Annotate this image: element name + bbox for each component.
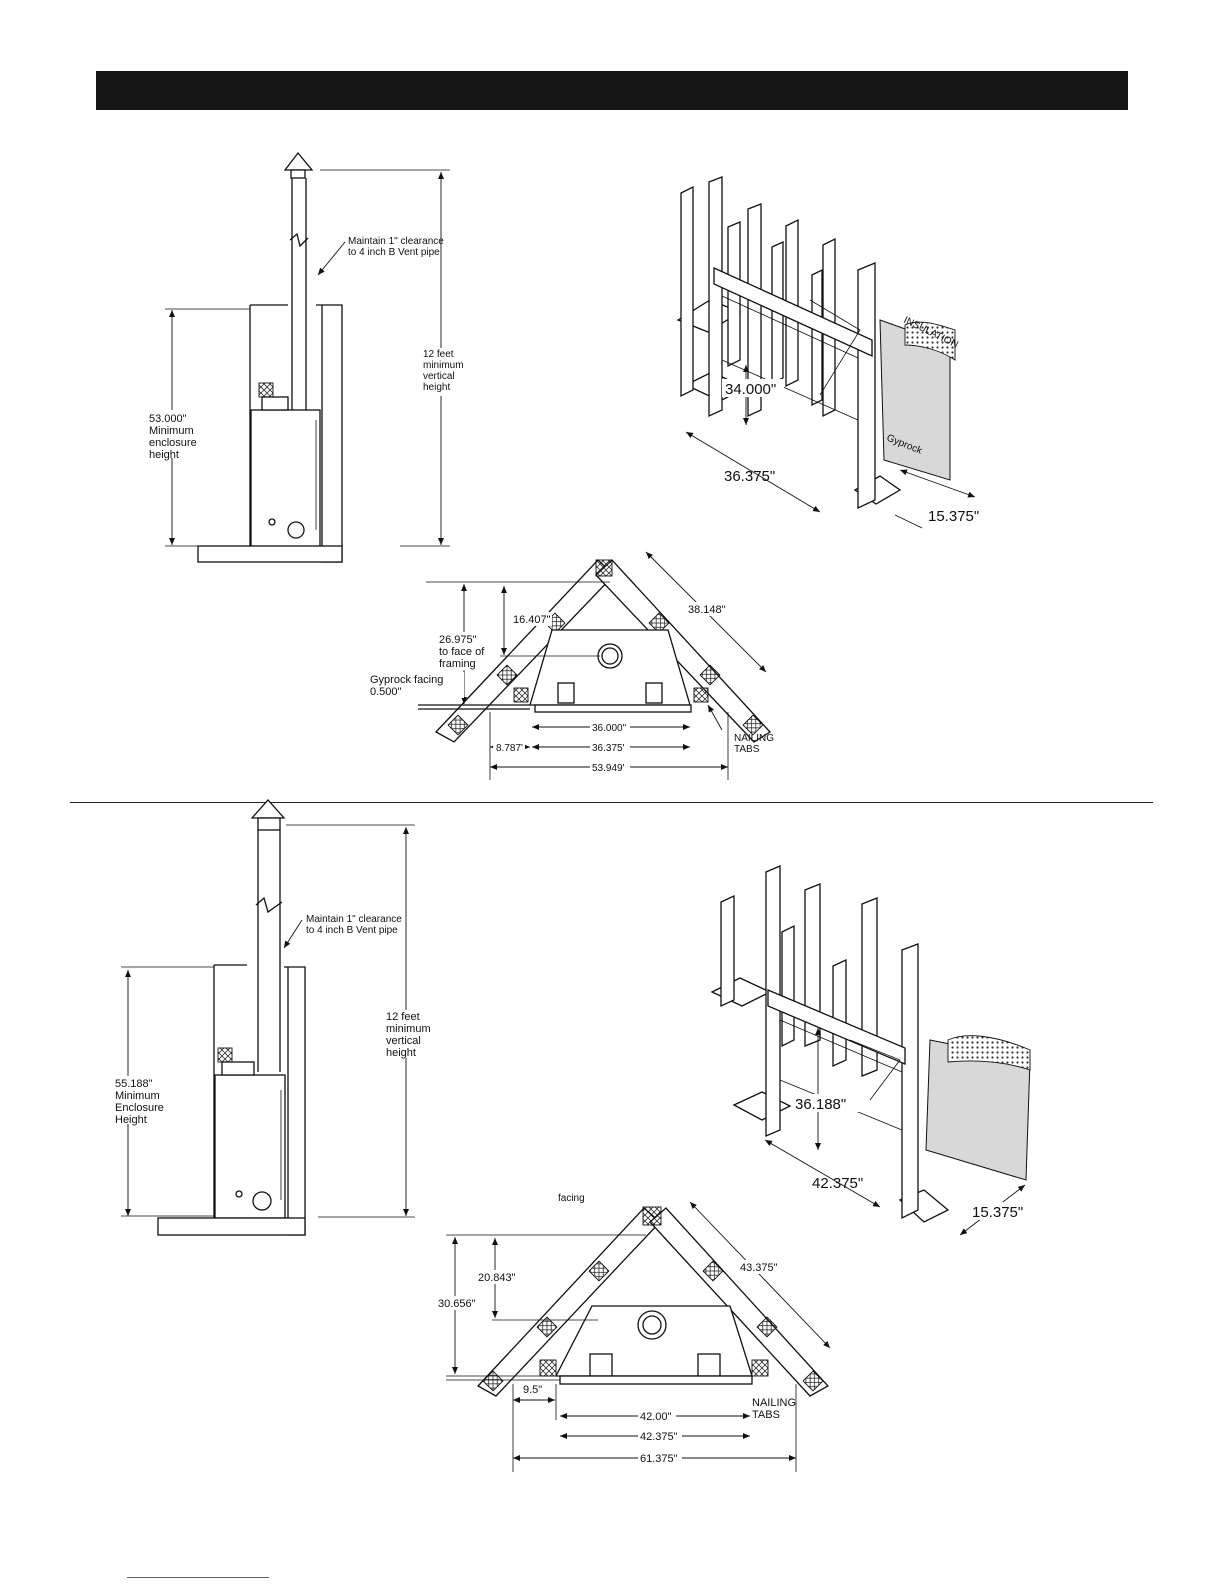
upper-clearance-line-1: Maintain 1" clearance: [348, 236, 444, 247]
lower-height-line-2: minimum: [386, 1023, 431, 1035]
upper-plan-depth-dim: 16.407": [513, 614, 551, 626]
upper-plan-diag-dim: 38.148": [688, 604, 726, 616]
lower-height-dim: 36.188": [795, 1096, 846, 1113]
upper-enclosure-line-3: enclosure: [149, 437, 197, 449]
upper-height-line-2: minimum: [423, 360, 464, 371]
upper-side-view: Maintain 1" clearance to 4 inch B Vent p…: [146, 151, 466, 563]
vent-pipe: [291, 178, 307, 410]
section-header-bar: [96, 71, 1128, 110]
lower-tabs-line-1: NAILING: [752, 1397, 796, 1409]
lower-enclosure-line-4: Height: [115, 1114, 147, 1126]
lower-height-line-4: height: [386, 1047, 416, 1059]
upper-plan-side-offset: 8.787': [496, 743, 523, 754]
upper-height-line-1: 12 feet: [423, 349, 454, 360]
lower-plan-outer-width: 42.375": [640, 1431, 678, 1443]
lower-clearance-note: Maintain 1" clearance to 4 inch B Vent p…: [306, 914, 405, 936]
lower-enclosure-line-2: Minimum: [115, 1090, 160, 1102]
upper-plan-outer-width: 36.375': [592, 743, 625, 754]
upper-tabs-line-1: NAILING: [734, 733, 774, 744]
upper-width-dim: 36.375": [724, 468, 775, 485]
upper-depth-dim: 15.375": [928, 508, 979, 525]
upper-gyprock-line-2: 0.500": [370, 686, 402, 698]
lower-height-line-3: vertical: [386, 1035, 421, 1047]
hearth: [197, 545, 343, 563]
lower-fireplace-unit: [214, 1074, 286, 1219]
lower-plan-inner-width: 42.00": [640, 1411, 672, 1423]
lower-enclosure-line-3: Enclosure: [115, 1102, 164, 1114]
lower-vent-cap-icon: [250, 799, 286, 819]
upper-height-line-3: vertical: [423, 371, 455, 382]
lower-plan-side-offset: 9.5": [523, 1384, 542, 1396]
upper-plan-gyprock-facing: Gyprock facing 0.500": [370, 674, 446, 698]
upper-clearance-note: Maintain 1" clearance to 4 inch B Vent p…: [348, 236, 447, 258]
section-divider: [70, 802, 1153, 803]
upper-height-line-4: height: [423, 382, 450, 393]
lower-clearance-line-2: to 4 inch B Vent pipe: [306, 925, 398, 936]
lower-hearth: [157, 1217, 306, 1236]
lower-height-line-1: 12 feet: [386, 1011, 420, 1023]
upper-gyprock-line-1: Gyprock facing: [370, 674, 443, 686]
lower-depth-dim: 15.375": [972, 1204, 1023, 1221]
upper-plan-inner-width: 36.000": [592, 723, 627, 734]
upper-plan-nailing-tabs: NAILING TABS: [734, 733, 777, 755]
lower-enclosure-line-1: 55.188": [115, 1078, 153, 1090]
vent-cap-icon: [283, 151, 314, 171]
lower-plan-diag-dim: 43.375": [740, 1262, 778, 1274]
upper-face-line-1: 26.975": [439, 634, 477, 646]
upper-face-line-2: to face of: [439, 646, 485, 658]
upper-face-line-3: framing: [439, 658, 476, 670]
lower-width-dim: 42.375": [812, 1175, 863, 1192]
upper-min-vertical-height: 12 feet minimum vertical height: [423, 349, 466, 393]
upper-clearance-line-2: to 4 inch B Vent pipe: [348, 247, 440, 258]
upper-height-dim: 34.000": [725, 381, 776, 398]
lower-plan-nailing-tabs: NAILING TABS: [752, 1397, 799, 1421]
upper-plan-total-width: 53.949': [592, 763, 625, 774]
lower-plan-total-width: 61.375": [640, 1453, 678, 1465]
lower-min-vertical-height: 12 feet minimum vertical height: [386, 1011, 434, 1059]
lower-facing-label: facing: [558, 1193, 585, 1204]
lower-enclosure-height: 55.188" Minimum Enclosure Height: [115, 1078, 167, 1126]
lower-clearance-line-1: Maintain 1" clearance: [306, 914, 402, 925]
upper-corner-plan: 16.407" 38.148" 26.975" to face of frami…: [368, 551, 777, 780]
lower-plan-face-dim: 30.656": [438, 1298, 476, 1310]
lower-plan-depth-dim: 20.843": [478, 1272, 516, 1284]
upper-enclosure-line-1: 53.000": [149, 413, 187, 425]
lower-side-view: Maintain 1" clearance to 4 inch B Vent p…: [113, 799, 434, 1236]
upper-framing-iso: INSULATION Gyprock 34.000" 36.375" 15.37…: [676, 176, 979, 529]
upper-plan-face-dim: 26.975" to face of framing: [439, 634, 487, 670]
upper-enclosure-line-4: height: [149, 449, 179, 461]
upper-enclosure-height: 53.000" Minimum enclosure height: [149, 413, 200, 461]
upper-enclosure-line-2: Minimum: [149, 425, 194, 437]
fireplace-unit: [250, 409, 321, 548]
footer-link-underline: [127, 1577, 269, 1578]
lower-tabs-line-2: TABS: [752, 1409, 780, 1421]
lower-vent-pipe: [257, 830, 281, 1072]
lower-framing-iso: 36.188" 42.375" 15.375": [710, 865, 1031, 1236]
lower-corner-plan: facing 20.843" 43.375" 30.656": [436, 1193, 831, 1472]
upper-tabs-line-2: TABS: [734, 744, 760, 755]
